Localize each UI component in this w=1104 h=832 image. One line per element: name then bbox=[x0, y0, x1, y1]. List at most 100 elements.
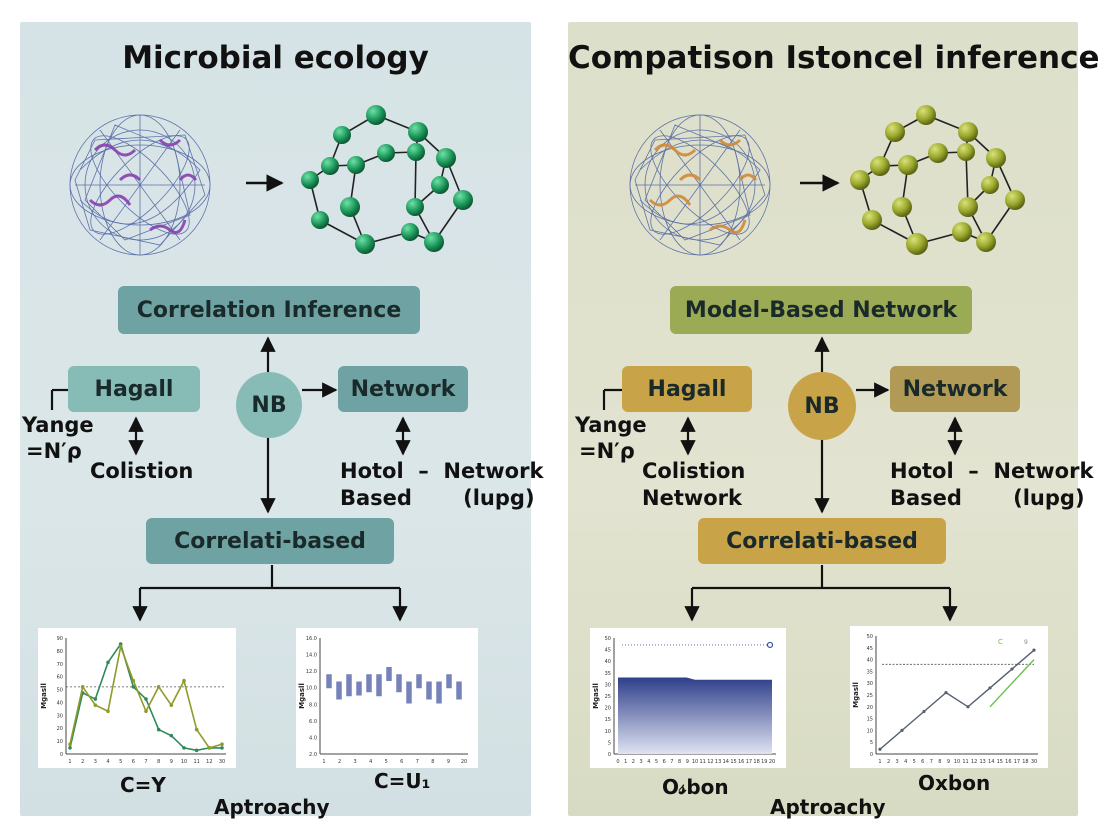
x-tick-label: 9 bbox=[686, 759, 689, 765]
right-side-label-2: =N′ρ bbox=[579, 439, 635, 463]
y-tick-label: 35 bbox=[867, 669, 873, 675]
right-panel-title: Compatison Istoncel inference bbox=[568, 40, 1100, 76]
y-tick-label: 50 bbox=[57, 688, 63, 694]
bar bbox=[386, 667, 392, 681]
series-point bbox=[93, 697, 98, 701]
series-point bbox=[144, 697, 148, 701]
y-tick-label: 0 bbox=[608, 752, 611, 758]
x-tick-label: 12 bbox=[206, 759, 212, 765]
x-tick-label: 5 bbox=[119, 759, 122, 765]
x-tick-label: 5 bbox=[385, 759, 388, 765]
x-tick-label: 15 bbox=[997, 759, 1003, 765]
legend-label: 9 bbox=[1024, 639, 1028, 646]
series-point bbox=[68, 742, 72, 747]
x-tick-label: 3 bbox=[896, 759, 899, 765]
legend-label: C bbox=[998, 638, 1003, 646]
right-under-right-label-1: Hotol – Network bbox=[890, 459, 1094, 483]
y-tick-label: 40 bbox=[867, 658, 873, 664]
x-tick-label: 1 bbox=[68, 759, 71, 765]
left-under-right-label-1: Hotol – Network bbox=[340, 459, 544, 483]
x-tick-label: 10 bbox=[954, 759, 960, 765]
x-tick-label: 5 bbox=[655, 759, 658, 765]
x-tick-label: 16 bbox=[738, 759, 744, 765]
left-protein-structure-icon bbox=[69, 114, 211, 256]
y-tick-label: 8.0 bbox=[309, 702, 317, 708]
left-footer: Aptroachy bbox=[214, 795, 330, 819]
series-point bbox=[207, 746, 212, 750]
series-line-1 bbox=[879, 649, 1035, 750]
left-panel-title: Microbial ecology bbox=[122, 40, 429, 76]
y-tick-label: 20 bbox=[605, 706, 611, 712]
x-tick-label: 15 bbox=[730, 759, 736, 765]
series-point bbox=[220, 742, 224, 747]
y-axis-label: Mgasll bbox=[298, 683, 306, 709]
y-tick-label: 20 bbox=[867, 705, 873, 711]
left-side-label-2: =N′ρ bbox=[26, 439, 82, 463]
right-chart2-caption: Oxbon bbox=[918, 771, 991, 795]
left-bottom-box: Correlati-based bbox=[146, 518, 394, 564]
x-tick-label: 6 bbox=[400, 759, 403, 765]
x-tick-label: 19 bbox=[761, 759, 767, 765]
x-tick-label: 7 bbox=[144, 759, 147, 765]
series-point bbox=[220, 746, 224, 750]
series-point bbox=[988, 686, 992, 690]
x-tick-label: 4 bbox=[647, 759, 650, 765]
y-tick-label: 10 bbox=[605, 729, 611, 735]
x-tick-label: 14 bbox=[723, 759, 729, 765]
y-tick-label: 12.0 bbox=[306, 669, 317, 675]
left-under-side-label: Colistion bbox=[90, 459, 194, 483]
left-side-box: Hagall bbox=[68, 366, 200, 412]
series-point bbox=[966, 705, 970, 709]
bar bbox=[406, 681, 412, 704]
left-center-node: NB bbox=[236, 372, 302, 438]
bar bbox=[456, 681, 462, 700]
y-tick-label: 0 bbox=[60, 752, 63, 758]
x-tick-label: 4 bbox=[369, 759, 372, 765]
y-tick-label: 50 bbox=[605, 636, 611, 642]
x-tick-label: 0 bbox=[616, 759, 619, 765]
right-side-label-1: Yange bbox=[575, 413, 647, 437]
y-tick-label: 40 bbox=[605, 659, 611, 665]
x-tick-label: 16 bbox=[1005, 759, 1011, 765]
x-tick-label: 20 bbox=[769, 759, 775, 765]
right-under-side-label-2: Network bbox=[642, 486, 743, 510]
right-bottom-box: Correlati-based bbox=[698, 518, 946, 564]
x-tick-label: 11 bbox=[962, 759, 968, 765]
x-tick-label: 9 bbox=[170, 759, 173, 765]
series-point bbox=[169, 733, 174, 738]
x-tick-label: 11 bbox=[700, 759, 706, 765]
y-tick-label: 30 bbox=[57, 713, 63, 719]
y-tick-label: 80 bbox=[57, 649, 63, 655]
bar bbox=[446, 674, 452, 689]
x-tick-label: 1 bbox=[878, 759, 881, 765]
y-axis-label: Mgasll bbox=[40, 683, 48, 709]
x-tick-label: 14 bbox=[988, 759, 994, 765]
x-tick-label: 12 bbox=[971, 759, 977, 765]
y-tick-label: 5 bbox=[870, 740, 873, 746]
left-chart1-caption: C=Y bbox=[120, 773, 166, 797]
right-right-box: Network bbox=[890, 366, 1020, 412]
series-point bbox=[131, 678, 136, 683]
y-tick-label: 10.0 bbox=[306, 686, 317, 692]
x-tick-label: 1 bbox=[322, 759, 325, 765]
x-tick-label: 6 bbox=[663, 759, 666, 765]
y-tick-label: 70 bbox=[57, 662, 63, 668]
x-tick-label: 4 bbox=[106, 759, 109, 765]
series-point bbox=[68, 746, 72, 750]
y-tick-label: 5 bbox=[608, 740, 611, 746]
bar bbox=[336, 681, 342, 700]
y-axis-label: Mgasll bbox=[592, 683, 600, 709]
right-footer: Aptroachy bbox=[770, 795, 886, 819]
bar bbox=[426, 681, 432, 700]
x-tick-label: 10 bbox=[181, 759, 187, 765]
series-point bbox=[922, 709, 926, 714]
x-tick-label: 2 bbox=[632, 759, 635, 765]
bar bbox=[396, 674, 402, 693]
right-side-box: Hagall bbox=[622, 366, 752, 412]
right-under-right-label-2: Based (lupg) bbox=[890, 486, 1085, 510]
bar bbox=[366, 674, 372, 693]
series-point bbox=[944, 691, 948, 695]
series-point bbox=[169, 703, 174, 707]
y-tick-label: 20 bbox=[57, 726, 63, 732]
